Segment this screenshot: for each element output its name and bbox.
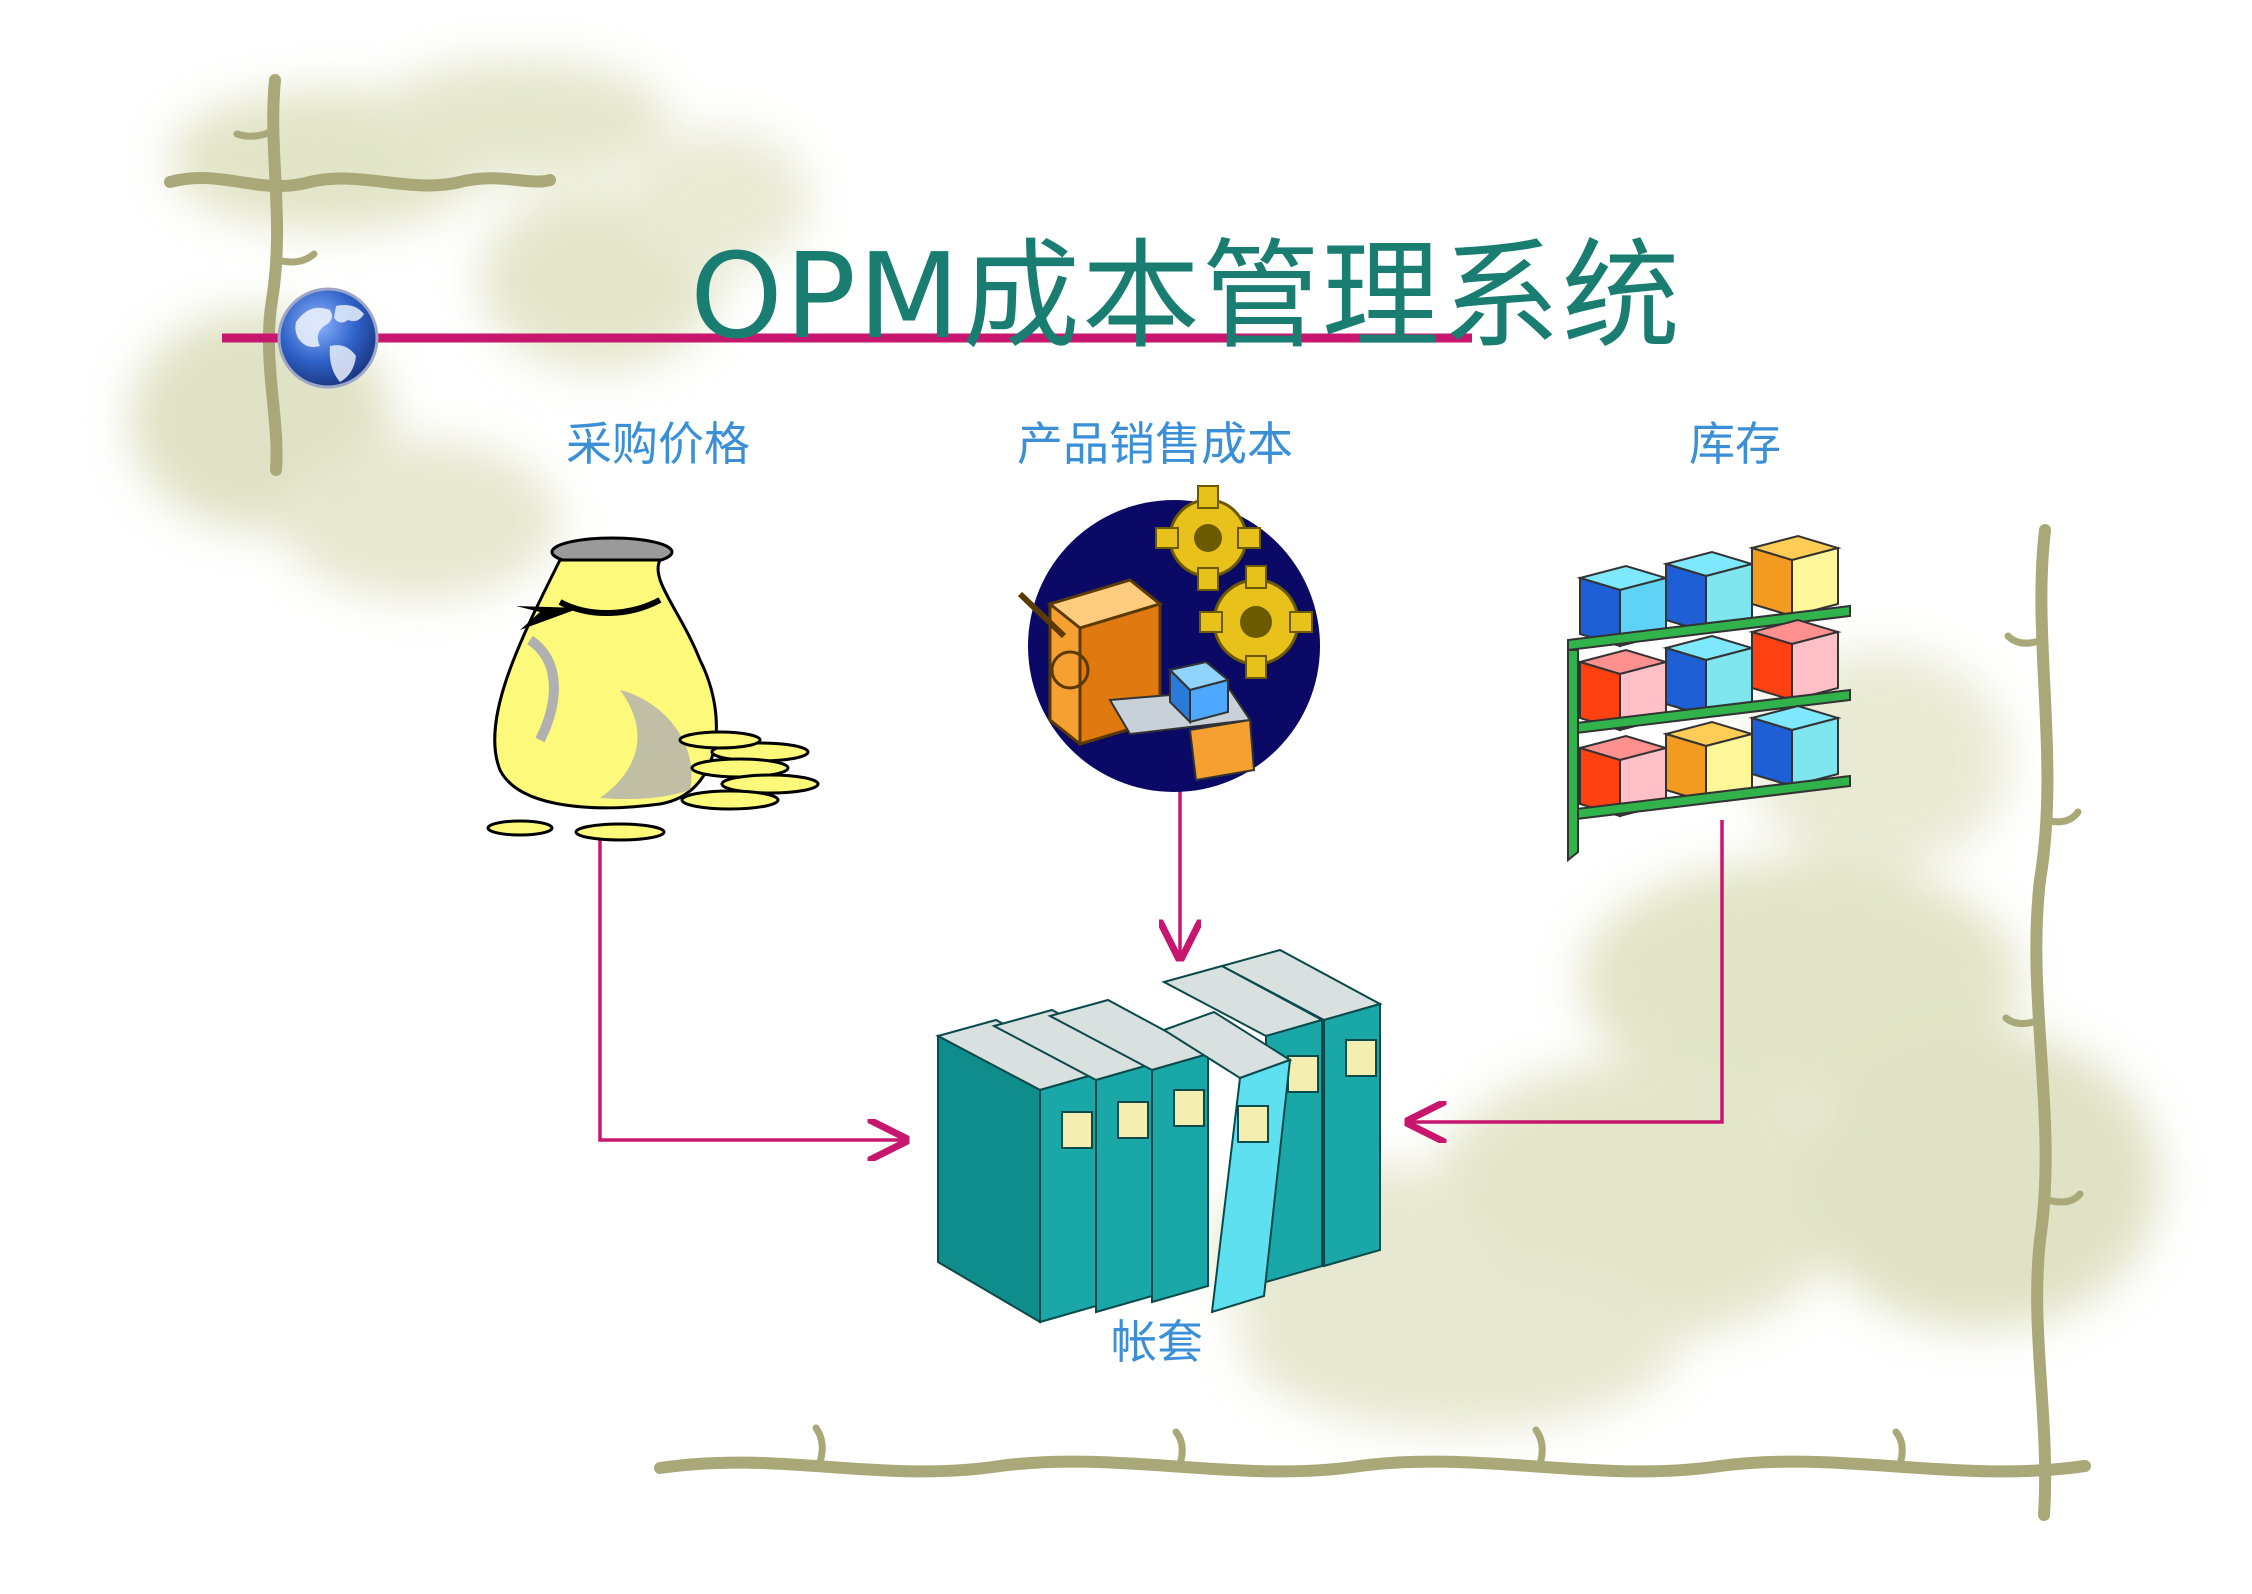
shelf-row-2 [1567, 618, 1851, 736]
edge-inventory-to-account [1408, 820, 1724, 1122]
label-account-set: 帐套 [1111, 1315, 1203, 1369]
connectors [598, 790, 1724, 1140]
label-product-sales-cost: 产品销售成本 [1017, 417, 1293, 471]
money-bag-icon [486, 536, 820, 842]
binders-icon [935, 948, 1383, 1324]
leaf-watermark-bottom-right [1210, 650, 2160, 1430]
shelf-row-3 [1567, 704, 1851, 822]
globe-icon [277, 287, 379, 389]
label-inventory: 库存 [1689, 417, 1781, 471]
inventory-shelf-icon [1567, 534, 1851, 863]
label-purchase-price: 采购价格 [566, 417, 750, 471]
shelf-row-1 [1567, 534, 1851, 652]
factory-gears-icon [1017, 485, 1320, 792]
vine-border [164, 74, 2091, 1521]
edge-purchase-to-account [598, 838, 906, 1140]
leaf-watermark-top-left [130, 60, 810, 600]
page-title: OPM成本管理系统 [690, 227, 1682, 365]
